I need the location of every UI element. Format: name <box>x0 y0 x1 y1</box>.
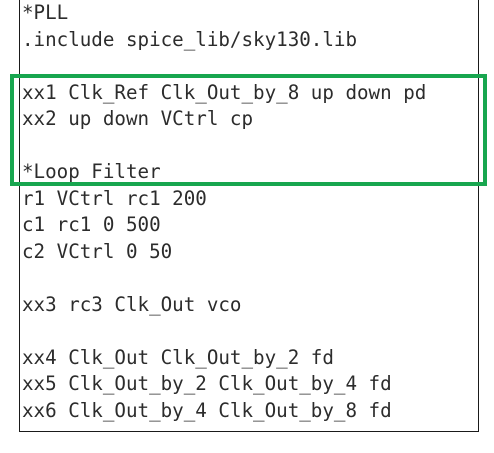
comment-pll: *PLL <box>22 1 69 24</box>
blank-line <box>22 265 426 292</box>
spice-netlist: *PLL .include spice_lib/sky130.lib xx1 Clk… <box>22 0 426 424</box>
netlist-frame <box>19 0 479 432</box>
instance-xx2: xx2 up down VCtrl cp <box>22 107 254 130</box>
instance-xx4: xx4 Clk_Out Clk_Out_by_2 fd <box>22 345 334 369</box>
comment-loop-filter: *Loop Filter <box>22 160 161 183</box>
instance-xx1: xx1 Clk_Ref Clk_Out_by_8 up down pd <box>22 80 427 104</box>
instance-xx3: xx3 rc3 Clk_Out vco <box>22 292 242 316</box>
resistor-r1: r1 VCtrl rc1 200 <box>22 186 207 210</box>
highlight-box <box>10 74 487 186</box>
include-line: .include spice_lib/sky130.lib <box>22 27 358 51</box>
capacitor-c2: c2 VCtrl 0 50 <box>22 239 173 263</box>
instance-xx6: xx6 Clk_Out_by_4 Clk_Out_by_8 fd <box>22 398 392 422</box>
instance-xx5: xx5 Clk_Out_by_2 Clk_Out_by_4 fd <box>22 372 392 395</box>
capacitor-c1: c1 rc1 0 500 <box>22 213 161 236</box>
blank-line <box>22 318 426 345</box>
